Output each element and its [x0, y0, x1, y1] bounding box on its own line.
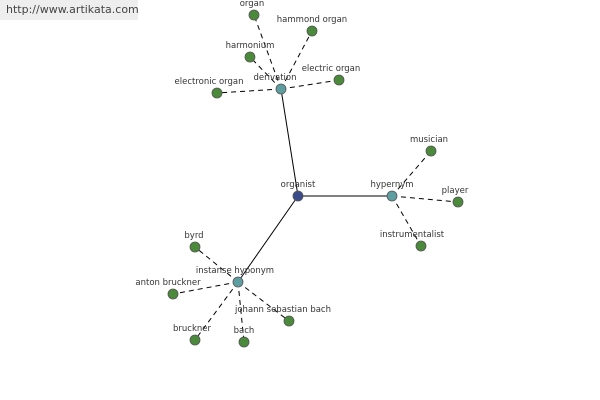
edge-instance-hyponym-anton-bruckner	[172, 281, 239, 295]
edge-hypernym-player	[391, 195, 459, 203]
edge-derivation-electronic-organ	[216, 88, 282, 94]
node-label-electric-organ[interactable]: electric organ	[302, 64, 361, 74]
node-johann-sebastian-bach[interactable]	[283, 315, 295, 327]
nodes-layer	[167, 9, 464, 348]
edges-layer	[172, 14, 459, 343]
node-hypernym[interactable]	[386, 190, 398, 202]
node-label-bach[interactable]: bach	[234, 326, 255, 336]
edge-instance-hyponym-bach	[237, 281, 245, 343]
node-musician[interactable]	[425, 145, 437, 157]
node-instrumentalist[interactable]	[415, 240, 427, 252]
edge-derivation-electric-organ	[280, 79, 340, 90]
edge-instance-hyponym-bruckner	[194, 281, 239, 341]
node-label-harmonium[interactable]: harmonium	[226, 41, 275, 51]
node-label-organist[interactable]: organist	[281, 180, 316, 190]
node-label-anton-bruckner[interactable]: anton bruckner	[135, 278, 201, 288]
node-label-instance-hyponym[interactable]: instanse hyponym	[196, 266, 274, 276]
edge-derivation-harmonium	[249, 56, 282, 90]
node-hammond-organ[interactable]	[306, 25, 318, 37]
node-label-hammond-organ[interactable]: hammond organ	[277, 15, 347, 25]
node-bruckner[interactable]	[189, 334, 201, 346]
node-electric-organ[interactable]	[333, 74, 345, 86]
edge-derivation-organ	[253, 14, 282, 90]
node-organist[interactable]	[292, 190, 304, 202]
node-label-johann-sebastian-bach[interactable]: johann sebastian bach	[234, 305, 331, 315]
node-player[interactable]	[452, 196, 464, 208]
node-label-organ[interactable]: organ	[240, 0, 265, 9]
node-organ[interactable]	[248, 9, 260, 21]
node-harmonium[interactable]	[244, 51, 256, 63]
edge-instance-hyponym-byrd	[194, 246, 239, 283]
node-label-musician[interactable]: musician	[410, 135, 448, 145]
node-label-bruckner[interactable]: bruckner	[173, 324, 211, 334]
site-url-watermark: http://www.artikata.com	[0, 0, 139, 20]
node-byrd[interactable]	[189, 241, 201, 253]
node-label-byrd[interactable]: byrd	[184, 231, 203, 241]
node-label-derivation[interactable]: derivation	[253, 73, 296, 83]
node-label-player[interactable]: player	[442, 186, 469, 196]
node-label-electronic-organ[interactable]: electronic organ	[175, 77, 244, 87]
node-derivation[interactable]	[275, 83, 287, 95]
edge-hypernym-instrumentalist	[391, 195, 422, 247]
node-bach[interactable]	[238, 336, 250, 348]
edge-derivation-hammond-organ	[280, 30, 313, 90]
edge-organist-instance-hyponym	[237, 195, 299, 283]
edge-hypernym-musician	[391, 150, 432, 197]
node-label-instrumentalist[interactable]: instrumentalist	[380, 230, 445, 240]
node-instance-hyponym[interactable]	[232, 276, 244, 288]
node-anton-bruckner[interactable]	[167, 288, 179, 300]
edge-instance-hyponym-johann-sebastian-bach	[237, 281, 290, 322]
edge-organist-derivation	[280, 88, 299, 197]
node-electronic-organ[interactable]	[211, 87, 223, 99]
labels-layer: organ hammond organ harmonium electronic or…	[135, 0, 468, 336]
node-label-hypernym[interactable]: hypernym	[370, 180, 413, 190]
